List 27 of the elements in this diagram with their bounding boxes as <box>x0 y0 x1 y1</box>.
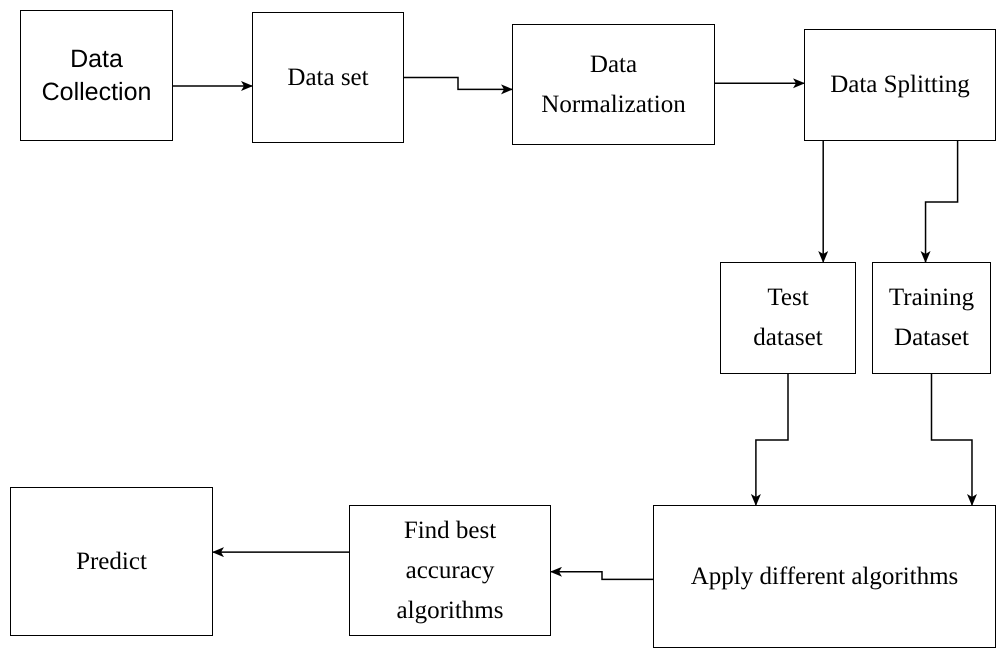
box-label: Data set <box>287 62 369 92</box>
arrow <box>930 374 977 506</box>
box-label: Test dataset <box>752 283 824 353</box>
process-box <box>252 12 404 143</box>
box-label: Data Collection <box>40 44 152 108</box>
box-label: Find best accuracy algorithms <box>396 516 504 626</box>
arrow <box>750 374 789 506</box>
process-box <box>653 505 996 648</box>
arrow <box>212 547 349 558</box>
arrow <box>550 566 653 580</box>
process-box <box>804 29 996 141</box>
arrow <box>920 141 958 263</box>
process-box <box>349 505 551 636</box>
box-label: Data Splitting <box>830 70 970 100</box>
process-box <box>10 487 213 636</box>
arrow <box>404 76 513 94</box>
box-label: Apply different algorithms <box>690 562 958 592</box>
box-label: Training Dataset <box>888 283 976 353</box>
process-box <box>872 262 991 374</box>
box-label: Data Normalization <box>540 50 687 120</box>
box-label: Predict <box>76 546 147 576</box>
arrow <box>715 78 805 88</box>
process-box <box>512 24 715 145</box>
process-box <box>20 10 173 141</box>
process-box <box>720 262 856 374</box>
arrow <box>173 80 253 91</box>
arrow <box>818 141 828 263</box>
